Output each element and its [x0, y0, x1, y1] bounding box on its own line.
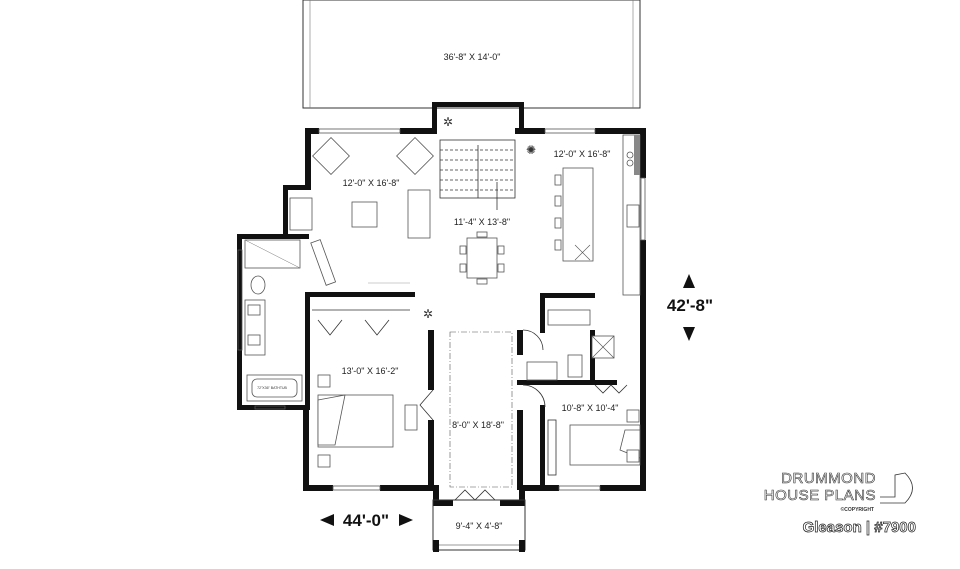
logo-line-1: DRUMMOND	[781, 470, 876, 487]
arrow-up-icon	[683, 274, 695, 288]
logo-mark-icon	[880, 472, 913, 504]
bathtub-label: 72"X36" BATHTUB	[257, 386, 287, 390]
exterior-walls	[237, 128, 646, 506]
width-dimension: 44'-0"	[320, 511, 413, 530]
svg-text:✺: ✺	[526, 143, 536, 157]
arrow-down-icon	[683, 327, 695, 341]
room-label-bedroom-right: 10'-8" X 10'-4"	[562, 403, 619, 413]
room-label-bedroom-left: 13'-0" X 16'-2"	[342, 366, 399, 376]
room-label-terrace: 36'-8" X 14'-0"	[444, 52, 501, 62]
plant-icons: ✲ ✺ ✲	[423, 115, 536, 321]
svg-text:✲: ✲	[443, 115, 453, 129]
arrow-right-icon	[399, 514, 413, 526]
room-label-hall: 8'-0" X 18'-8"	[452, 420, 504, 430]
powder-room-fixtures	[526, 309, 615, 381]
dining-table	[459, 231, 505, 285]
room-label-kitchen: 12'-0" X 16'-8"	[554, 149, 611, 159]
doors	[312, 309, 628, 501]
windows	[237, 128, 646, 491]
depth-dimension: 42'-8"	[667, 274, 713, 341]
svg-text:✲: ✲	[423, 307, 433, 321]
room-label-living: 12'-0" X 16'-8"	[343, 178, 400, 188]
bathroom-fixtures: 72"X36" BATHTUB	[244, 239, 303, 402]
kitchen-fixtures	[554, 134, 641, 296]
drummond-logo: DRUMMOND HOUSE PLANS ©COPYRIGHT	[763, 470, 913, 513]
staircase	[439, 139, 516, 210]
hall-outline	[449, 331, 513, 488]
plan-name: Gleason | #7900	[803, 519, 916, 536]
stair-alcove-walls	[432, 102, 524, 132]
depth-dimension-label: 42'-8"	[667, 296, 713, 315]
width-dimension-label: 44'-0"	[343, 511, 389, 530]
beds	[317, 374, 641, 468]
logo-line-2: HOUSE PLANS	[764, 487, 876, 504]
porch	[432, 499, 526, 552]
living-furniture	[289, 137, 434, 286]
copyright-label: ©COPYRIGHT	[841, 506, 874, 513]
room-label-porch: 9'-4" X 4'-8"	[456, 521, 503, 531]
terrace	[302, 0, 641, 109]
arrow-left-icon	[320, 514, 334, 526]
room-label-dining: 11'-4" X 13'-8"	[454, 217, 510, 227]
